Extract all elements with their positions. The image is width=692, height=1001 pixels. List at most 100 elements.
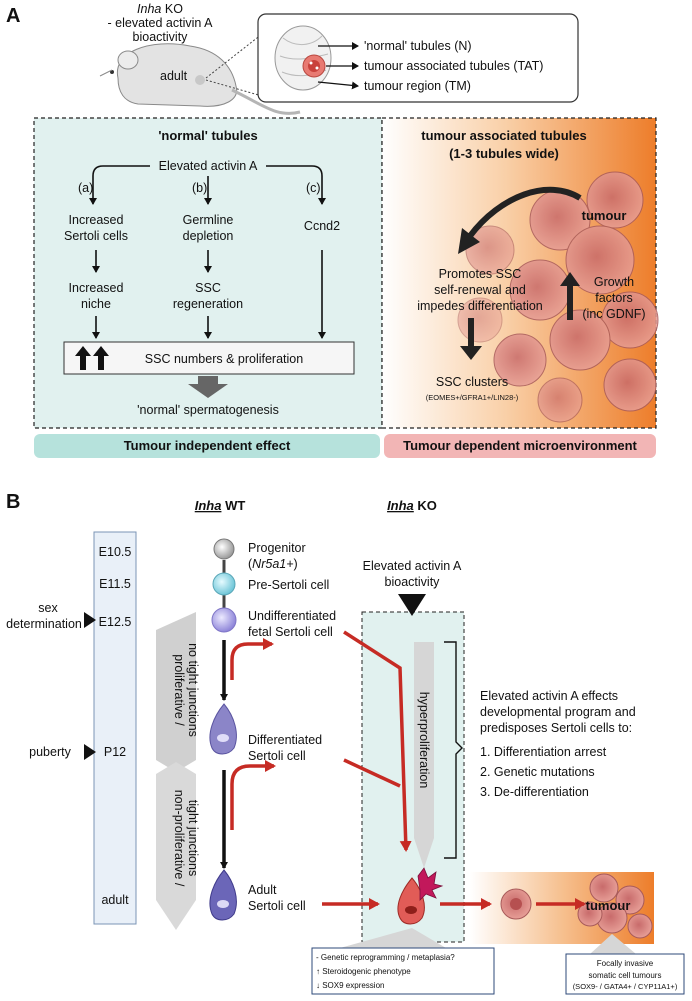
mouse-genotype: Inha KO: [137, 2, 183, 16]
tumour-label-a: tumour: [582, 208, 627, 223]
pre-sertoli-cell-icon: [212, 572, 236, 596]
undiff-label-l1: Undifferentiated: [248, 609, 336, 623]
undiff-sertoli-cell-icon: [211, 607, 237, 633]
elevated-activin-a: Elevated activin A: [159, 159, 258, 173]
ssc-numbers-label: SSC numbers & proliferation: [145, 352, 303, 366]
sex-determination-marker-icon: [84, 612, 96, 628]
ko-heading: Inha KO: [387, 498, 437, 513]
mouse-desc-line2: - elevated activin A: [108, 16, 214, 30]
growth-l3: (inc GDNF): [582, 307, 645, 321]
progenitor-marker: (Nr5a1+): [248, 557, 298, 571]
adult-label-l2: Sertoli cell: [248, 899, 306, 913]
wt-heading: Inha WT: [195, 498, 246, 513]
nonproliferative-label-l1: non-proliferative /: [172, 790, 186, 887]
tumour-dependent-bar: [384, 434, 656, 458]
curved-arrow-head: [458, 228, 480, 254]
tumour-label-b: tumour: [586, 898, 631, 913]
tumour-independent-bar: [34, 434, 380, 458]
hyperproliferation-label: hyperproliferation: [417, 692, 431, 789]
branch-a-step1-l1: Increased: [69, 213, 124, 227]
sex-label-l1: sex: [38, 601, 58, 615]
ssc-clusters: SSC clusters: [436, 375, 508, 389]
tat-title-line1: tumour associated tubules: [421, 128, 586, 143]
effects-intro-l2: developmental program and: [480, 705, 636, 719]
timeline-adult: adult: [101, 893, 129, 907]
activin-marker-icon: [398, 594, 426, 616]
tat-title-line2: (1-3 tubules wide): [449, 146, 559, 161]
tumour-dependent-label: Tumour dependent microenvironment: [403, 438, 637, 453]
legend-normal: 'normal' tubules (N): [364, 39, 472, 53]
branch-b-step1-l1: Germline: [183, 213, 234, 227]
panel-b-letter: B: [6, 491, 20, 513]
branch-b-step1-l2: depletion: [183, 229, 234, 243]
nonproliferative-label-l2: tight junctions: [186, 800, 200, 876]
pre-sertoli-label: Pre-Sertoli cell: [248, 578, 329, 592]
timeline-e105: E10.5: [99, 545, 132, 559]
growth-l1: Growth: [594, 275, 634, 289]
proliferative-label-l1: proliferative /: [172, 654, 186, 726]
callout-pointer-right: [590, 934, 636, 954]
callout-right-l1: Focally invasive: [597, 959, 654, 968]
diff-sertoli-cell-icon: [209, 703, 237, 755]
promotes-l3: impedes differentiation: [417, 299, 543, 313]
branch-a-step1-l2: Sertoli cells: [64, 229, 128, 243]
effects-bracket: [444, 641, 463, 859]
callout-left-l2: ↑ Steroidogenic phenotype: [316, 967, 411, 976]
hyperproliferation-arrow: [414, 642, 434, 868]
effects-item-2: 2. Genetic mutations: [480, 765, 595, 779]
normal-spermatogenesis: 'normal' spermatogenesis: [137, 403, 279, 417]
callout-pointer-left: [340, 928, 446, 948]
legend-tat: tumour associated tubules (TAT): [364, 59, 543, 73]
callout-right-box: [565, 953, 685, 995]
mouse-illustration: adult: [99, 43, 301, 115]
tumour-mass: [577, 873, 653, 939]
branch-a-step2-l2: niche: [81, 297, 111, 311]
activin-label-l2: bioactivity: [385, 575, 441, 589]
promotes-l2: self-renewal and: [434, 283, 526, 297]
callout-left-l1: - Genetic reprogramming / metaplasia?: [316, 953, 455, 962]
up-arrow-icon: [93, 346, 109, 370]
transformed-sertoli-cell-icon: [397, 877, 425, 925]
puberty-marker-icon: [84, 744, 96, 760]
effects-intro-l3: predisposes Sertoli cells to:: [480, 721, 632, 735]
panel-a-letter: A: [6, 5, 20, 27]
callout-right-l3: (SOX9- / GATA4+ / CYP11A1+): [573, 982, 678, 991]
effects-intro-l1: Elevated activin A effects: [480, 689, 618, 703]
sex-label-l2: determination: [6, 617, 82, 631]
progenitor-cell-icon: [213, 538, 235, 560]
timeline-bar: [93, 531, 137, 925]
diff-label-l2: Sertoli cell: [248, 749, 306, 763]
legend-tm: tumour region (TM): [364, 79, 471, 93]
ssc-clusters-markers: (EOMES+/GFRA1+/LIN28-): [426, 393, 519, 402]
adult-sertoli-cell-icon: [209, 869, 237, 921]
growth-up-arrow-icon: [560, 272, 580, 320]
effects-item-3: 3. De-differentiation: [480, 785, 589, 799]
timeline-e125: E12.5: [99, 615, 132, 629]
mouse-age: adult: [160, 69, 188, 83]
proliferative-label-l2: no tight junctions: [186, 643, 200, 737]
branch-c-step1: Ccnd2: [304, 219, 340, 233]
diff-label-l1: Differentiated: [248, 733, 322, 747]
tumour-independent-label: Tumour independent effect: [124, 438, 291, 453]
callout-left-l3: ↓ SOX9 expression: [316, 981, 384, 990]
timeline-e115: E11.5: [99, 577, 131, 591]
mutation-burst-icon: [417, 867, 444, 901]
down-arrow-icon: [460, 318, 482, 360]
growth-l2: factors: [595, 291, 633, 305]
tubule-legend-box: 'normal' tubules (N) tumour associated t…: [257, 13, 579, 103]
normal-title: 'normal' tubules: [158, 128, 257, 143]
branch-b-step2-l1: SSC: [195, 281, 221, 295]
callout-left-box: [311, 947, 495, 995]
mouse-desc-line3: bioactivity: [133, 30, 189, 44]
proliferative-phase-arrow: [156, 612, 196, 772]
activin-label-l1: Elevated activin A: [363, 559, 462, 573]
callout-right-l2: somatic cell tumours: [589, 971, 662, 980]
down-arrow-icon: [188, 376, 228, 398]
promotes-l1: Promotes SSC: [439, 267, 522, 281]
branch-c-tag: (c): [306, 181, 321, 195]
branch-a-tag: (a): [78, 181, 93, 195]
branch-a-step2-l1: Increased: [69, 281, 124, 295]
branch-b-tag: (b): [192, 181, 207, 195]
adult-label-l1: Adult: [248, 883, 277, 897]
